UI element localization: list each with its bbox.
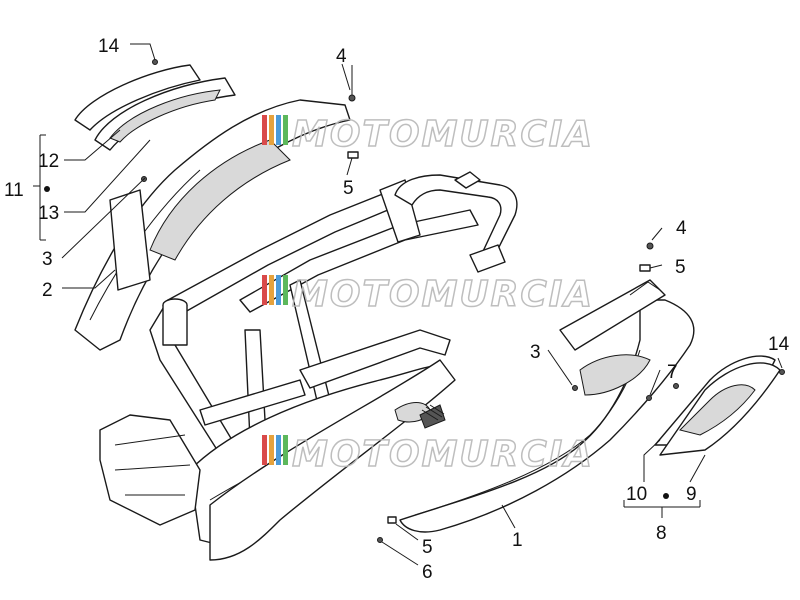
- callout-10: 10: [626, 484, 647, 505]
- right-side-panel: [399, 279, 695, 533]
- left-side-panel: [74, 99, 351, 351]
- svg-text:MOTOMURCIA: MOTOMURCIA: [292, 114, 594, 155]
- callout-4-right: 4: [676, 218, 687, 239]
- callout-14-left: 14: [98, 36, 120, 57]
- fasteners: [141, 59, 785, 543]
- group-dot-11: [44, 186, 50, 192]
- svg-text:MOTOMURCIA: MOTOMURCIA: [292, 274, 594, 315]
- callout-5-right: 5: [675, 257, 686, 278]
- callout-3-right: 3: [530, 342, 541, 363]
- engine-fins: [419, 404, 446, 429]
- frame-assembly: [99, 171, 518, 561]
- watermark-top: MOTOMURCIA: [262, 113, 594, 156]
- callout-5-bottom: 5: [422, 537, 433, 558]
- callout-2: 2: [42, 280, 53, 301]
- leader-lines: [33, 43, 783, 566]
- watermark-middle: MOTOMURCIA: [262, 273, 594, 316]
- callout-3-left: 3: [42, 249, 53, 270]
- callout-5-top: 5: [343, 178, 354, 199]
- callout-11: 11: [4, 180, 24, 201]
- callout-4-top: 4: [336, 46, 347, 67]
- callout-9: 9: [686, 484, 697, 505]
- callout-8: 8: [656, 523, 667, 544]
- callout-14-right: 14: [768, 334, 790, 355]
- callout-7: 7: [667, 362, 678, 383]
- group-dot-8: [663, 493, 669, 499]
- right-grille-cover: [654, 355, 781, 456]
- svg-text:MOTOMURCIA: MOTOMURCIA: [292, 434, 594, 475]
- watermark-bottom: MOTOMURCIA: [262, 433, 594, 476]
- left-grille-cover: [74, 64, 236, 151]
- callout-1: 1: [512, 530, 523, 551]
- callout-6: 6: [422, 562, 433, 583]
- callout-13: 13: [38, 203, 59, 224]
- callout-12: 12: [38, 151, 59, 172]
- callout-labels: 14 12 11 13 3 2 4 5 4 5 3 7 14 10 9 8 1 …: [4, 36, 790, 583]
